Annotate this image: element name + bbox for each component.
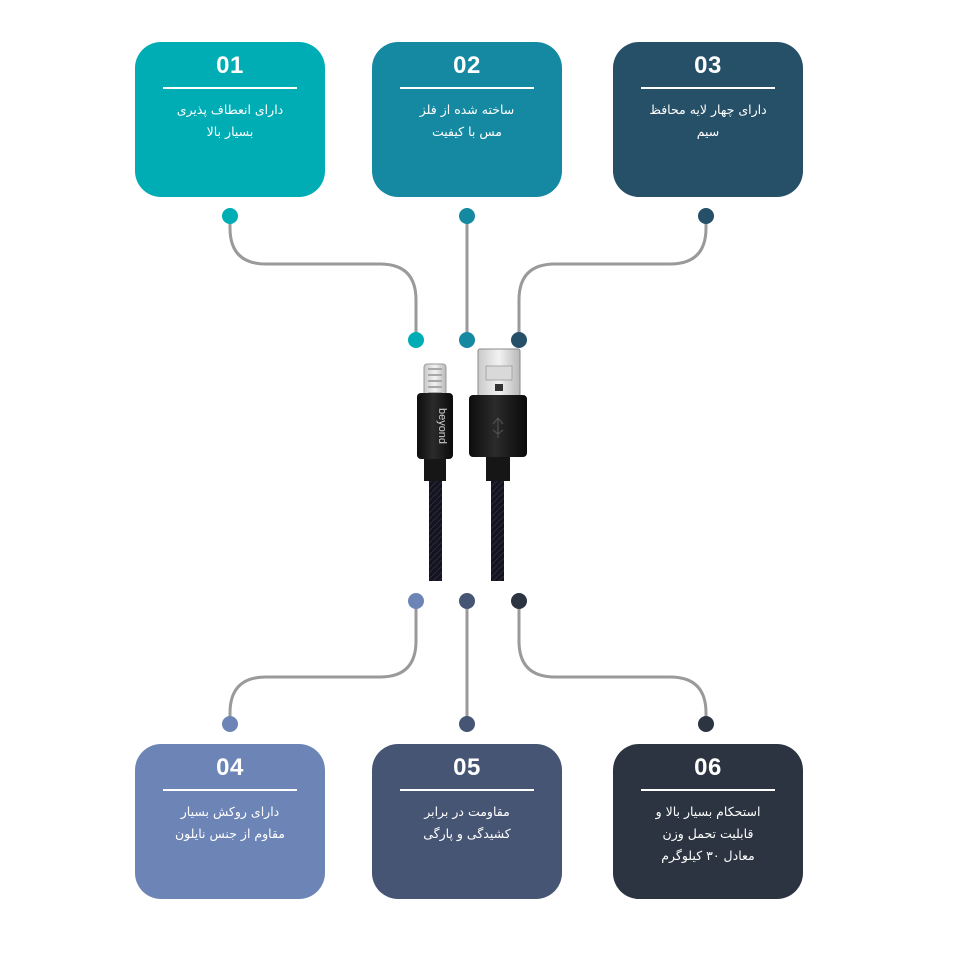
divider xyxy=(400,87,534,89)
feature-number: 06 xyxy=(694,754,722,781)
usb-connector-icon xyxy=(469,348,527,581)
brand-logo: beyond xyxy=(436,408,448,444)
dot-02-top xyxy=(459,208,475,224)
connector-04 xyxy=(228,599,418,726)
divider xyxy=(641,789,775,791)
feature-card-01: 01 دارای انعطاف پذیری بسیار بالا xyxy=(135,42,325,197)
feature-number: 02 xyxy=(453,52,481,79)
feature-number: 05 xyxy=(453,754,481,781)
divider xyxy=(163,87,297,89)
connector-06 xyxy=(517,599,708,726)
feature-text: مقاومت در برابر کشیدگی و پارگی xyxy=(423,804,511,841)
feature-card-03: 03 دارای چهار لایه محافظ سیم xyxy=(613,42,803,197)
dot-06-top xyxy=(511,593,527,609)
dot-01-top xyxy=(222,208,238,224)
dot-05-top xyxy=(459,593,475,609)
feature-card-05: 05 مقاومت در برابر کشیدگی و پارگی xyxy=(372,744,562,899)
feature-card-04: 04 دارای روکش بسیار مقاوم از جنس نایلون xyxy=(135,744,325,899)
feature-text: دارای انعطاف پذیری بسیار بالا xyxy=(176,102,284,139)
dot-01-bottom xyxy=(408,332,424,348)
feature-text: دارای روکش بسیار مقاوم از جنس نایلون xyxy=(174,804,285,841)
connector-01 xyxy=(228,214,418,342)
dot-06-bottom xyxy=(698,716,714,732)
feature-number: 03 xyxy=(694,52,722,79)
feature-card-06: 06 استحکام بسیار بالا و قابلیت تحمل وزن … xyxy=(613,744,803,899)
feature-number: 01 xyxy=(216,52,244,79)
connector-03 xyxy=(517,214,708,342)
dot-03-top xyxy=(698,208,714,224)
divider xyxy=(400,789,534,791)
feature-text: ساخته شده از فلز مس با کیفیت xyxy=(419,102,515,139)
dot-05-bottom xyxy=(459,716,475,732)
feature-text: دارای چهار لایه محافظ سیم xyxy=(649,102,767,139)
feature-number: 04 xyxy=(216,754,244,781)
dot-04-bottom xyxy=(222,716,238,732)
feature-text: استحکام بسیار بالا و قابلیت تحمل وزن معا… xyxy=(655,804,761,863)
dot-03-bottom xyxy=(511,332,527,348)
lightning-connector-icon: beyond xyxy=(417,363,453,581)
feature-card-02: 02 ساخته شده از فلز مس با کیفیت xyxy=(372,42,562,197)
divider xyxy=(163,789,297,791)
dot-02-bottom xyxy=(459,332,475,348)
dot-04-top xyxy=(408,593,424,609)
divider xyxy=(641,87,775,89)
